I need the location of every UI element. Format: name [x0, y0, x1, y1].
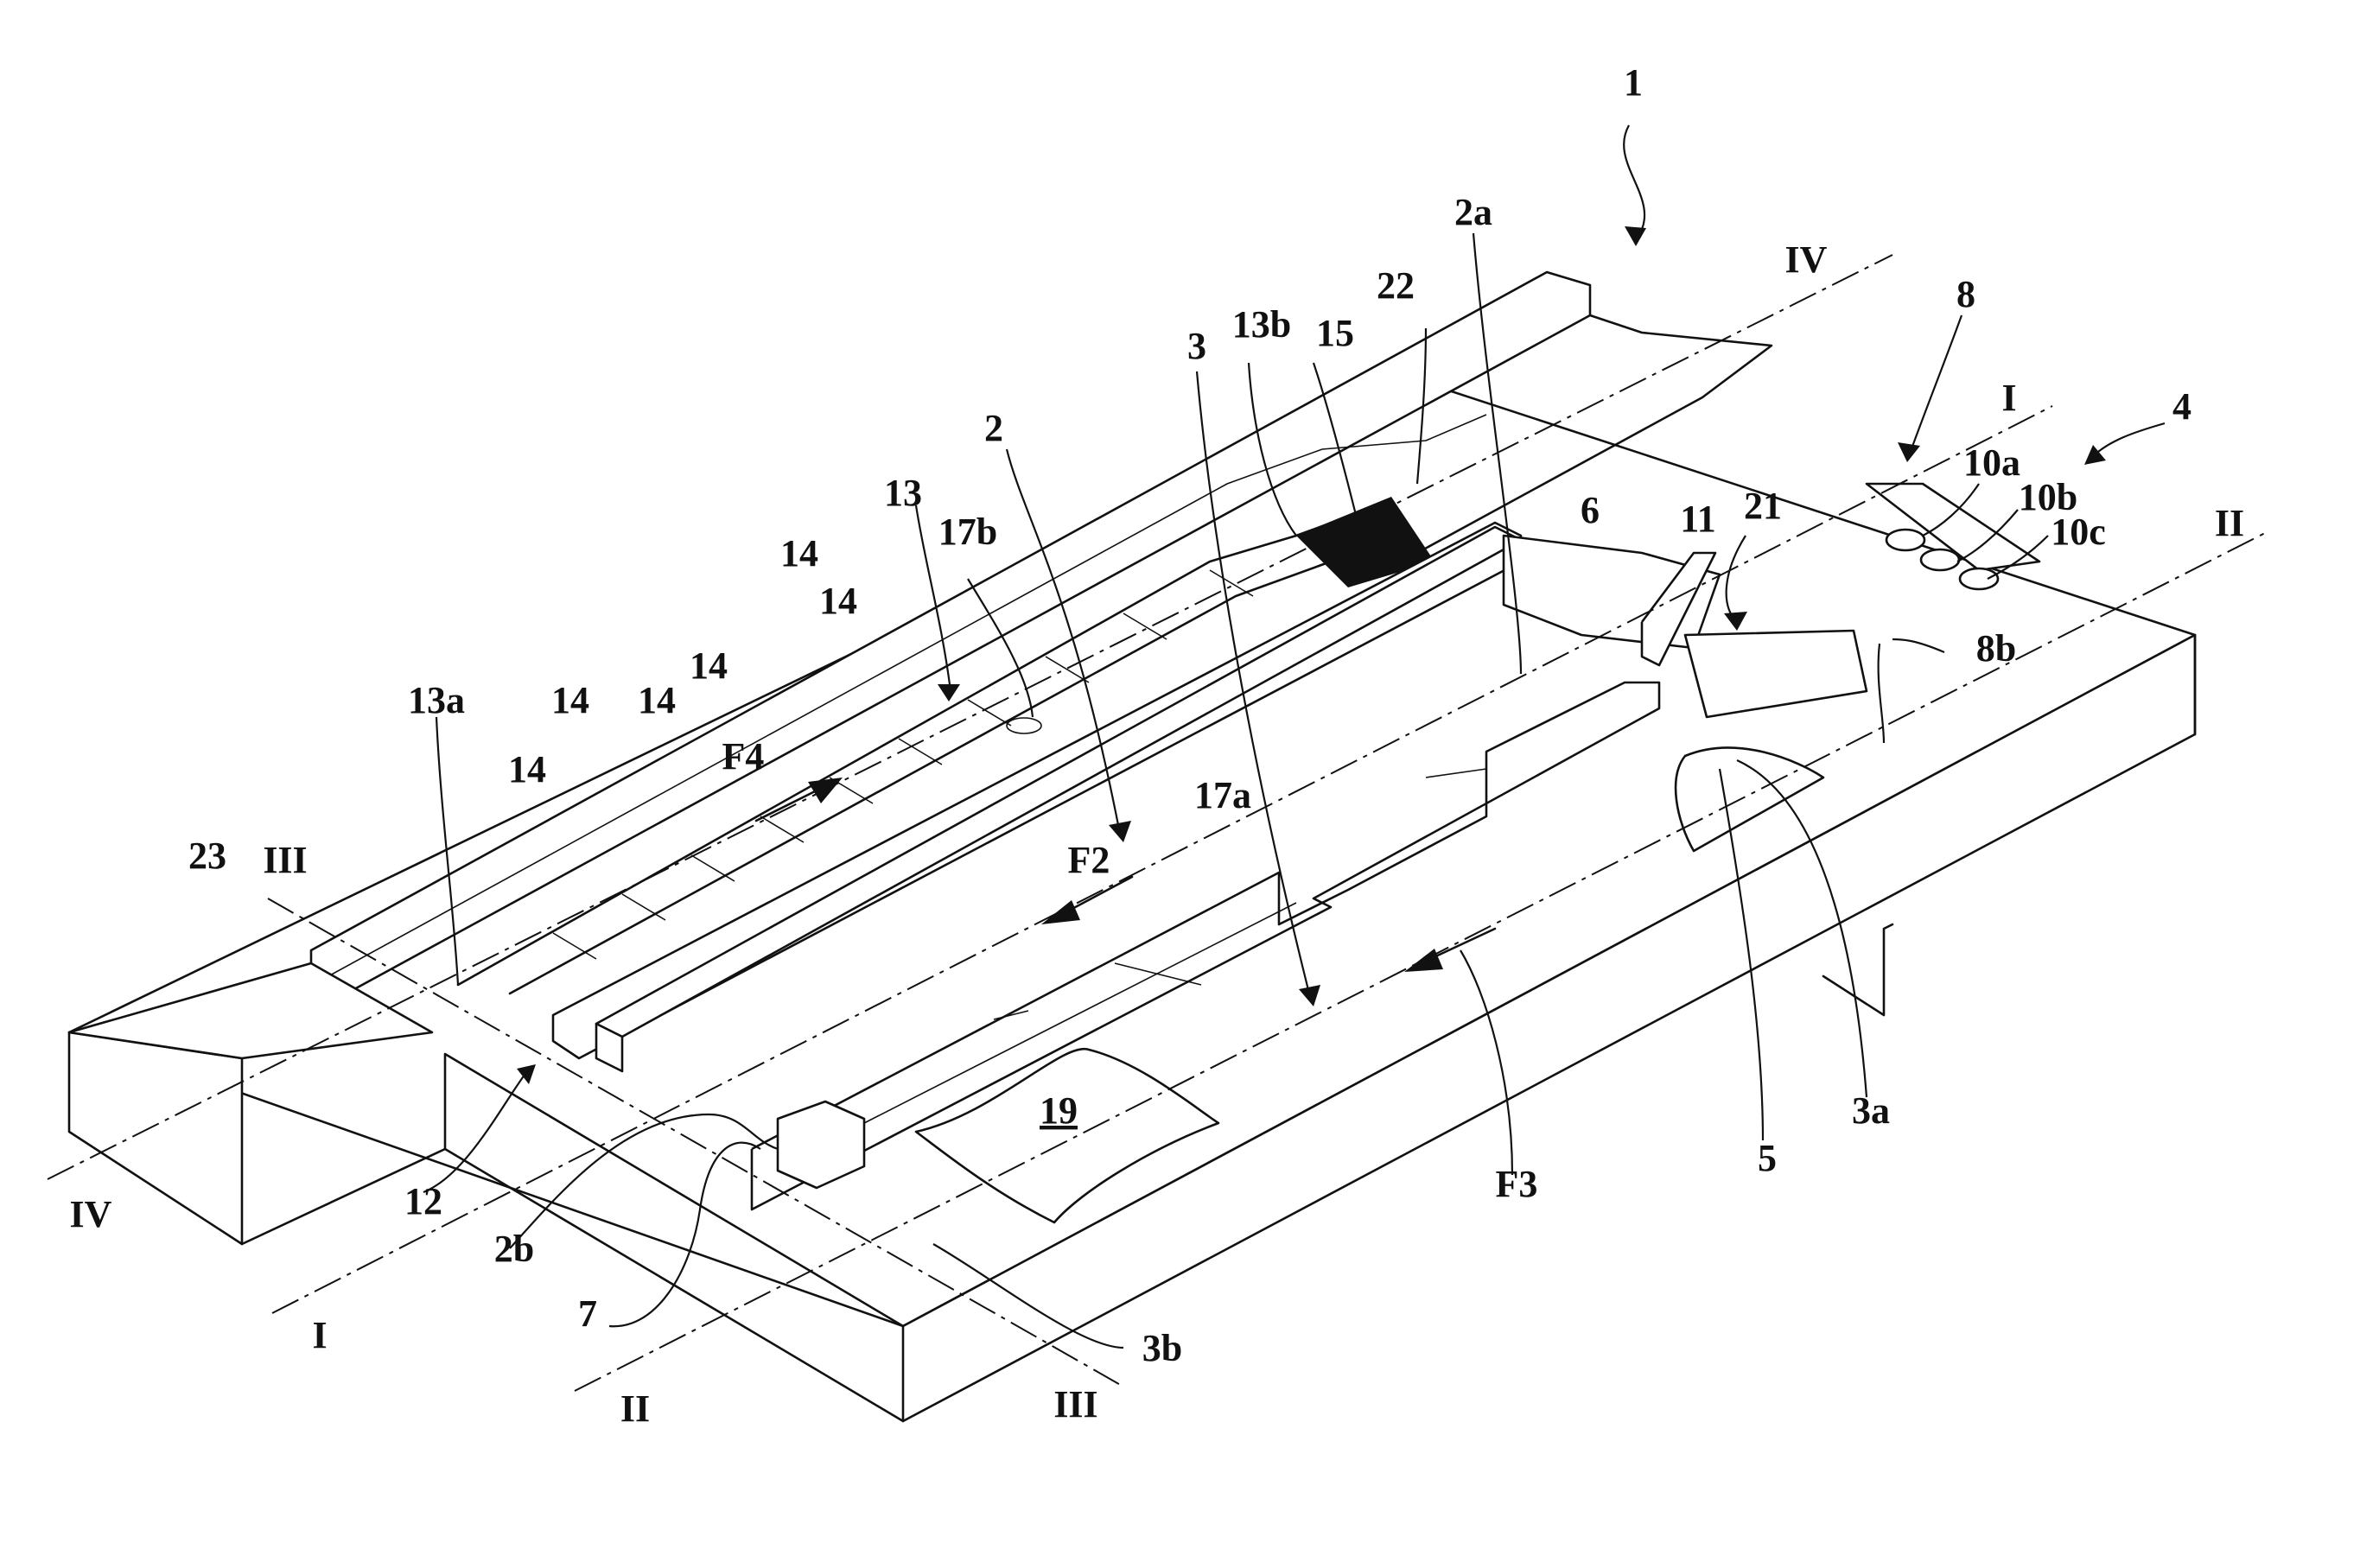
section-label-ii-bottom: II [620, 1387, 650, 1430]
section-label-iii-bottom: III [1053, 1383, 1097, 1425]
label-10a: 10a [1963, 441, 2020, 484]
label-10c: 10c [2051, 511, 2106, 553]
label-F3: F3 [1496, 1163, 1538, 1205]
label-8: 8 [1956, 273, 1975, 315]
label-14-f: 14 [819, 580, 857, 622]
label-15: 15 [1316, 312, 1354, 354]
label-5: 5 [1758, 1137, 1777, 1179]
label-1: 1 [1624, 61, 1643, 104]
section-label-ii-top: II [2215, 502, 2244, 544]
label-3a: 3a [1852, 1089, 1890, 1132]
label-14-b: 14 [508, 748, 546, 790]
label-13b: 13b [1232, 303, 1291, 346]
section-label-iv-bottom: IV [70, 1193, 112, 1235]
section-label-i-top: I [2001, 377, 2016, 419]
label-F4: F4 [722, 735, 765, 778]
label-2a: 2a [1454, 191, 1492, 233]
label-2b: 2b [494, 1228, 534, 1270]
label-2: 2 [984, 407, 1003, 449]
leader-1-arrowhead [1625, 226, 1646, 246]
label-8b: 8b [1976, 627, 2016, 670]
leader-1 [1624, 125, 1644, 238]
label-6: 6 [1581, 489, 1600, 531]
label-3b: 3b [1142, 1327, 1182, 1369]
connector-10b [1921, 549, 1959, 570]
leader-8-arrowhead [1898, 442, 1920, 462]
section-label-iii-top: III [263, 839, 307, 881]
label-17a: 17a [1194, 774, 1251, 816]
label-14-e: 14 [780, 532, 818, 575]
label-13: 13 [884, 472, 922, 514]
label-14-c: 14 [638, 679, 676, 721]
base-right-notch [1823, 924, 1892, 1015]
connector-10a [1886, 530, 1924, 550]
label-12: 12 [404, 1180, 442, 1222]
label-13a: 13a [408, 679, 465, 721]
label-F2: F2 [1068, 839, 1110, 881]
label-7: 7 [578, 1292, 597, 1335]
section-label-i-bottom: I [312, 1314, 327, 1356]
label-21: 21 [1744, 485, 1782, 527]
label-22: 22 [1377, 264, 1415, 307]
label-17b: 17b [938, 511, 997, 553]
section-label-iv-top: IV [1785, 238, 1828, 281]
label-3: 3 [1187, 325, 1206, 367]
label-4: 4 [2172, 385, 2191, 428]
label-11: 11 [1680, 498, 1716, 540]
connector-10c [1960, 568, 1998, 589]
label-14-d: 14 [690, 644, 728, 687]
leader-8 [1910, 315, 1962, 454]
leader-4 [2091, 423, 2165, 458]
label-14-a: 14 [551, 679, 589, 721]
label-19: 19 [1040, 1089, 1078, 1132]
label-23: 23 [188, 835, 226, 877]
